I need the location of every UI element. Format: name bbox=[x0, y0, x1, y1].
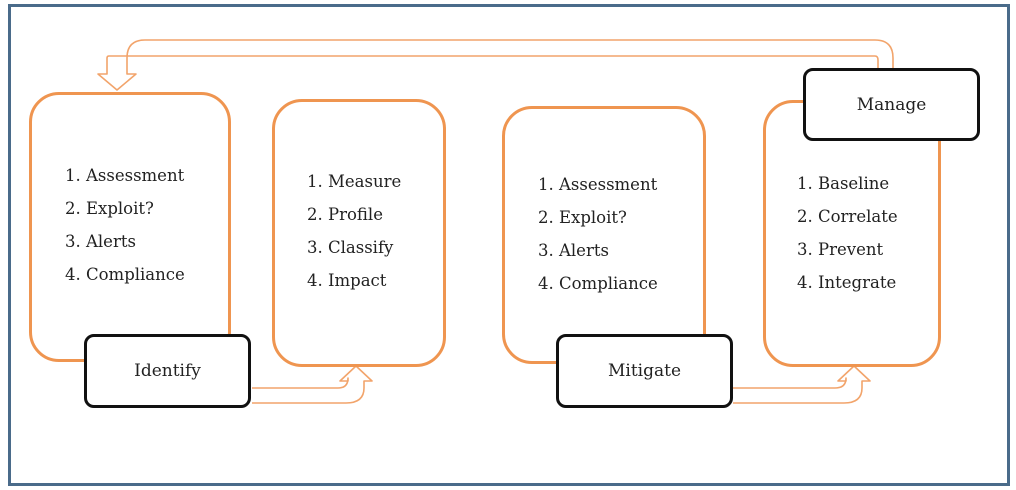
measure-list: 1. Measure 2. Profile 3. Classify 4. Imp… bbox=[307, 165, 401, 297]
identify-list: 1. Assessment 2. Exploit? 3. Alerts 4. C… bbox=[65, 159, 185, 291]
list-item: 3. Prevent bbox=[797, 240, 884, 259]
manage-label: Manage bbox=[803, 68, 980, 141]
list-item: 3. Classify bbox=[307, 238, 394, 257]
manage-card: 1. Baseline 2. Correlate 3. Prevent 4. I… bbox=[763, 100, 941, 367]
mitigate-card: 1. Assessment 2. Exploit? 3. Alerts 4. C… bbox=[502, 106, 706, 364]
list-item: 4. Compliance bbox=[538, 274, 658, 293]
list-item: 4. Integrate bbox=[797, 273, 897, 292]
mitigate-label: Mitigate bbox=[556, 334, 733, 408]
list-item: 4. Impact bbox=[307, 271, 387, 290]
list-item: 3. Alerts bbox=[538, 241, 609, 260]
identify-card: 1. Assessment 2. Exploit? 3. Alerts 4. C… bbox=[29, 92, 231, 362]
list-item: 1. Assessment bbox=[538, 175, 658, 194]
list-item: 2. Exploit? bbox=[538, 208, 627, 227]
loop-back-arrow bbox=[97, 39, 894, 91]
manage-list: 1. Baseline 2. Correlate 3. Prevent 4. I… bbox=[797, 167, 898, 299]
list-item: 2. Profile bbox=[307, 205, 383, 224]
diagram-frame bbox=[8, 4, 1010, 486]
mitigate-to-manage-arrow bbox=[733, 365, 871, 404]
identify-label: Identify bbox=[84, 334, 251, 408]
list-item: 1. Assessment bbox=[65, 166, 185, 185]
list-item: 1. Baseline bbox=[797, 174, 890, 193]
list-item: 2. Exploit? bbox=[65, 199, 154, 218]
list-item: 4. Compliance bbox=[65, 265, 185, 284]
list-item: 3. Alerts bbox=[65, 232, 136, 251]
measure-card: 1. Measure 2. Profile 3. Classify 4. Imp… bbox=[272, 99, 446, 367]
list-item: 2. Correlate bbox=[797, 207, 898, 226]
list-item: 1. Measure bbox=[307, 172, 402, 191]
identify-to-measure-arrow bbox=[252, 365, 373, 404]
mitigate-list: 1. Assessment 2. Exploit? 3. Alerts 4. C… bbox=[538, 168, 658, 300]
